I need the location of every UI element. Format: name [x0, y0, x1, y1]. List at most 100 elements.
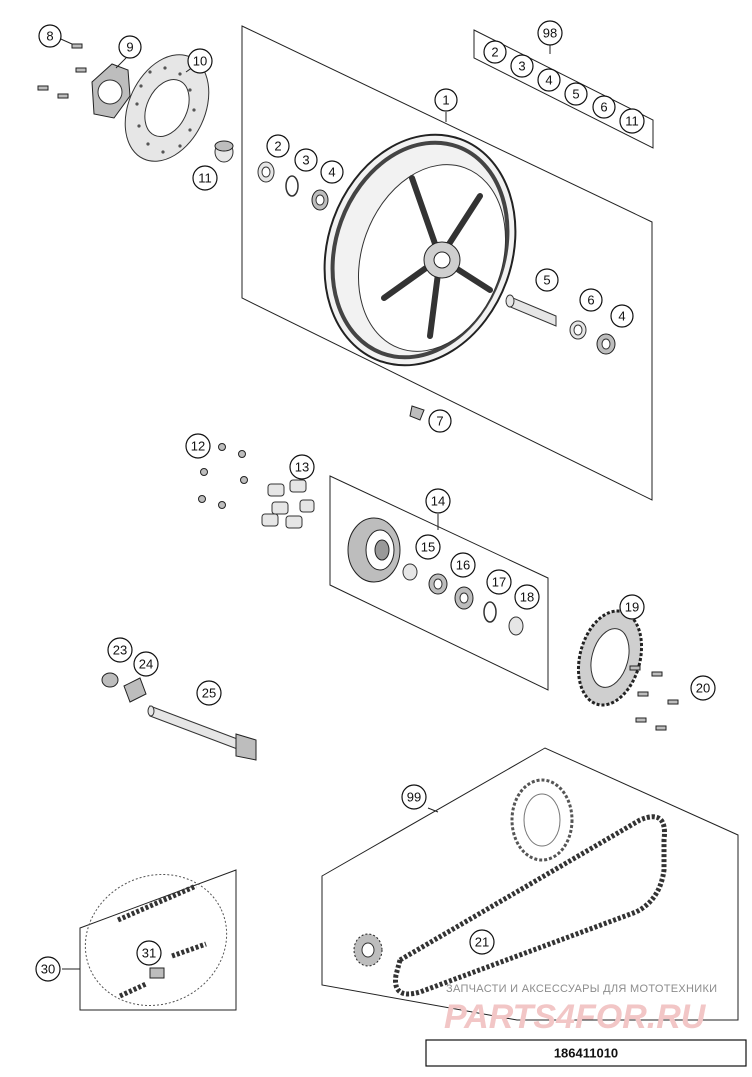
rear-sprocket: [576, 609, 644, 707]
callout-label-c25: 25: [202, 686, 216, 701]
callout-circle-c30: [35, 956, 61, 982]
sprocket-carrier: [347, 517, 401, 583]
callout-label-c20: 20: [696, 681, 710, 696]
callout-circle-c15: [415, 534, 441, 560]
callout-circle-c9: [118, 35, 142, 59]
brake-disc-carrier: [91, 63, 131, 119]
callout-circle-c24: [133, 651, 159, 677]
drawing-number-box: [425, 1039, 747, 1067]
callout-label-c98: 98: [543, 26, 557, 41]
callout-label-c1: 1: [442, 93, 449, 108]
callout-circle-c23: [107, 637, 133, 663]
watermark-tagline: ЗАПЧАСТИ И АКСЕССУАРЫ ДЛЯ МОТОТЕХНИКИ: [446, 983, 717, 995]
chain-kit-frame: [321, 747, 739, 1021]
callout-label-c11a: 11: [198, 171, 212, 186]
callout-circle-c17: [486, 569, 512, 595]
callout-label-c12: 12: [191, 439, 205, 454]
wheel-bearing-right-side: [569, 320, 616, 355]
callout-circle-c2a: [266, 134, 290, 158]
callout-circle-c4b: [610, 304, 634, 328]
callout-label-c24: 24: [139, 657, 153, 672]
wheel-group-frame: [241, 25, 653, 501]
callout-circle-c4c: [537, 68, 561, 92]
callout-label-c13: 13: [295, 460, 309, 475]
callout-circle-c2b: [483, 40, 507, 64]
tire-valve: [409, 405, 425, 421]
callout-label-c5b: 5: [572, 87, 579, 102]
carrier-bearings: [402, 563, 524, 636]
sprocket-carrier-group-frame: [329, 475, 549, 691]
collar-nut-axle: [101, 672, 119, 688]
callout-circle-c1: [434, 88, 458, 112]
callout-label-c3b: 3: [518, 59, 525, 74]
brake-disc: [124, 54, 210, 162]
kit-rear-sprocket: [510, 778, 574, 862]
callout-circle-c20: [690, 675, 716, 701]
callout-label-c19: 19: [625, 600, 639, 615]
collar-nuts: [198, 443, 248, 509]
callout-label-c8: 8: [46, 29, 53, 44]
wheel-bearing-left-side: [257, 161, 329, 211]
callout-label-c15: 15: [421, 540, 435, 555]
callout-label-c30: 30: [41, 962, 55, 977]
callout-circle-c3a: [294, 148, 318, 172]
callout-circle-c18: [514, 584, 540, 610]
callout-label-c17: 17: [492, 575, 506, 590]
callout-circle-c10: [187, 48, 213, 74]
callout-label-c2b: 2: [491, 45, 498, 60]
callout-circle-c31: [136, 940, 162, 966]
callout-circle-c3b: [510, 54, 534, 78]
callout-label-c5: 5: [543, 273, 550, 288]
callout-label-c4c: 4: [545, 73, 552, 88]
callout-label-c23: 23: [113, 643, 127, 658]
kit-front-sprocket: [353, 933, 383, 967]
callout-circle-c5: [535, 268, 559, 292]
callout-circle-c19: [619, 594, 645, 620]
callout-label-c6: 6: [587, 293, 594, 308]
callouts: 1234564789101198234561112131415161718192…: [35, 20, 716, 982]
callout-label-c18: 18: [520, 590, 534, 605]
callout-circle-c98: [537, 20, 563, 46]
callout-circle-c11b: [619, 108, 645, 134]
rear-wheel-rim: [323, 133, 517, 367]
callout-circle-c5b: [564, 82, 588, 106]
bearing-kit-frame: [473, 29, 654, 149]
distance-bushing: [214, 140, 234, 163]
drawing-number: 186411010: [554, 1046, 618, 1061]
callout-label-c7: 7: [436, 414, 443, 429]
callout-circle-c12: [185, 433, 211, 459]
callout-label-c4b: 4: [618, 309, 625, 324]
callout-circle-c11a: [192, 165, 218, 191]
brake-disc-screws: [37, 43, 87, 99]
rubber-damper-set: [261, 479, 315, 529]
callout-label-c31: 31: [142, 946, 156, 961]
callout-label-c3a: 3: [302, 153, 309, 168]
callout-circle-c21: [469, 929, 495, 955]
sprocket-screws: [629, 665, 679, 731]
chain-link-kit-frame: [79, 869, 237, 1011]
callout-circle-c4a: [320, 160, 344, 184]
callout-circle-c8: [38, 24, 62, 48]
callout-circle-c16: [450, 552, 476, 578]
callout-label-c99: 99: [407, 790, 421, 805]
wheel-spindle: [147, 705, 257, 761]
watermark-brand: PARTS4FOR.RU: [444, 998, 707, 1036]
chain-adjuster: [123, 677, 147, 703]
callout-circle-c7: [428, 409, 452, 433]
callout-circle-c6b: [592, 95, 616, 119]
callout-circle-c13: [289, 454, 315, 480]
callout-label-c14: 14: [431, 494, 445, 509]
wheel-spacer-sleeve: [505, 294, 557, 327]
callout-label-c2a: 2: [274, 139, 281, 154]
callout-label-c9: 9: [126, 40, 133, 55]
callout-label-c6b: 6: [600, 100, 607, 115]
callout-circle-c99: [401, 784, 427, 810]
callout-label-c11b: 11: [625, 114, 639, 129]
callout-circle-c6: [579, 288, 603, 312]
callout-label-c21: 21: [475, 935, 489, 950]
callout-label-c4a: 4: [328, 165, 335, 180]
callout-circle-c25: [196, 680, 222, 706]
drive-chain: [393, 814, 667, 997]
